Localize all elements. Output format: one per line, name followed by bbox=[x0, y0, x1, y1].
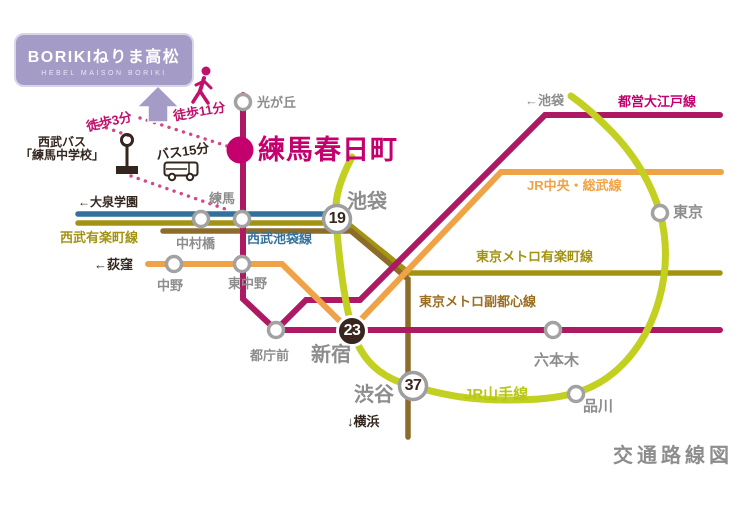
station-label-nerima-kasugacho: 練馬春日町 bbox=[258, 135, 398, 165]
station-label-higashi-nakano: 東中野 bbox=[228, 276, 268, 291]
line-oedo-upper-branch bbox=[276, 112, 723, 330]
bus-stop-icon bbox=[116, 133, 138, 174]
line-label-jr-chuo-sobu: JR中央・総武線 bbox=[527, 178, 622, 193]
station-dot-higashi-nakano bbox=[232, 254, 252, 274]
station-label-shinagawa: 品川 bbox=[583, 398, 614, 415]
station-dot-hikarigaoka bbox=[233, 92, 253, 112]
station-dot-tokyo bbox=[650, 203, 670, 223]
line-metro-fukutoshin bbox=[160, 228, 411, 440]
station-label-tochomae: 都庁前 bbox=[250, 348, 290, 363]
line-label-seibu-yurakucho: 西武有楽町線 bbox=[60, 230, 139, 245]
station-dot-tochomae bbox=[266, 320, 286, 340]
badge-circle-shinjuku bbox=[336, 315, 368, 347]
line-oedo-main bbox=[240, 92, 723, 333]
badge-circle-ikebukuro bbox=[321, 203, 353, 235]
direction-ikebukuro: ←池袋 bbox=[525, 93, 565, 108]
badge-minutes-ikebukuro: 19 bbox=[328, 210, 346, 227]
bus-icon bbox=[163, 161, 199, 182]
bus-stop-name-line1: 西武バス bbox=[37, 135, 86, 149]
badge-circle-shibuya bbox=[397, 370, 429, 402]
station-label-ikebukuro: 池袋 bbox=[347, 191, 387, 213]
station-dot-roppongi bbox=[543, 320, 563, 340]
map-caption: 交通路線図 bbox=[613, 445, 733, 467]
direction-yokohama: ↓横浜 bbox=[347, 414, 380, 429]
station-dot-nakano bbox=[164, 254, 184, 274]
line-label-seibu-ikebukuro: 西武池袋線 bbox=[247, 231, 313, 246]
station-label-nakano: 中野 bbox=[157, 278, 184, 293]
line-jr-yamanote bbox=[332, 92, 669, 404]
line-label-metro-fukutoshin: 東京メトロ副都心線 bbox=[419, 294, 537, 309]
direction-oizumi-gakuen: ←大泉学園 bbox=[78, 195, 139, 209]
line-label-metro-yurakucho: 東京メトロ有楽町線 bbox=[476, 249, 594, 264]
line-label-toei-oedo: 都営大江戸線 bbox=[618, 94, 697, 109]
badge-minutes-shibuya: 37 bbox=[404, 377, 422, 394]
direction-ogikubo: ←荻窪 bbox=[94, 257, 134, 272]
property-logo: BORIKIねりま高松 HEBEL MAISON BORIKI bbox=[14, 33, 194, 87]
badge-minutes-shinjuku: 23 bbox=[343, 322, 361, 339]
property-name: BORIKIねりま高松 bbox=[27, 49, 181, 66]
walker-icon bbox=[191, 66, 213, 105]
line-label-jr-yamanote: JR山手線 bbox=[464, 386, 529, 403]
station-dot-nerima-kasugacho bbox=[226, 136, 254, 164]
line-seibu-metro-yurakucho bbox=[75, 220, 723, 276]
station-label-nerima: 練馬 bbox=[209, 191, 236, 206]
station-label-shinjuku: 新宿 bbox=[311, 344, 351, 366]
dotted-walk-to-busstop bbox=[90, 121, 132, 138]
dotted-bus-to-nerima bbox=[129, 174, 233, 213]
station-label-roppongi: 六本木 bbox=[534, 352, 580, 369]
station-label-hikarigaoka: 光が丘 bbox=[257, 95, 297, 110]
station-dot-nerima bbox=[232, 209, 252, 229]
station-dot-nakamurabashi bbox=[191, 209, 211, 229]
station-label-shibuya: 渋谷 bbox=[354, 384, 394, 406]
property-name-roman: HEBEL MAISON BORIKI bbox=[41, 70, 167, 77]
station-dots bbox=[164, 92, 670, 404]
arrow-up-icon bbox=[135, 84, 181, 123]
station-label-nakamurabashi: 中村橋 bbox=[176, 236, 216, 251]
station-dot-shinagawa bbox=[566, 384, 586, 404]
bus-stop-name-line2: 「練馬中学校」 bbox=[19, 147, 104, 162]
station-label-tokyo: 東京 bbox=[673, 204, 704, 221]
